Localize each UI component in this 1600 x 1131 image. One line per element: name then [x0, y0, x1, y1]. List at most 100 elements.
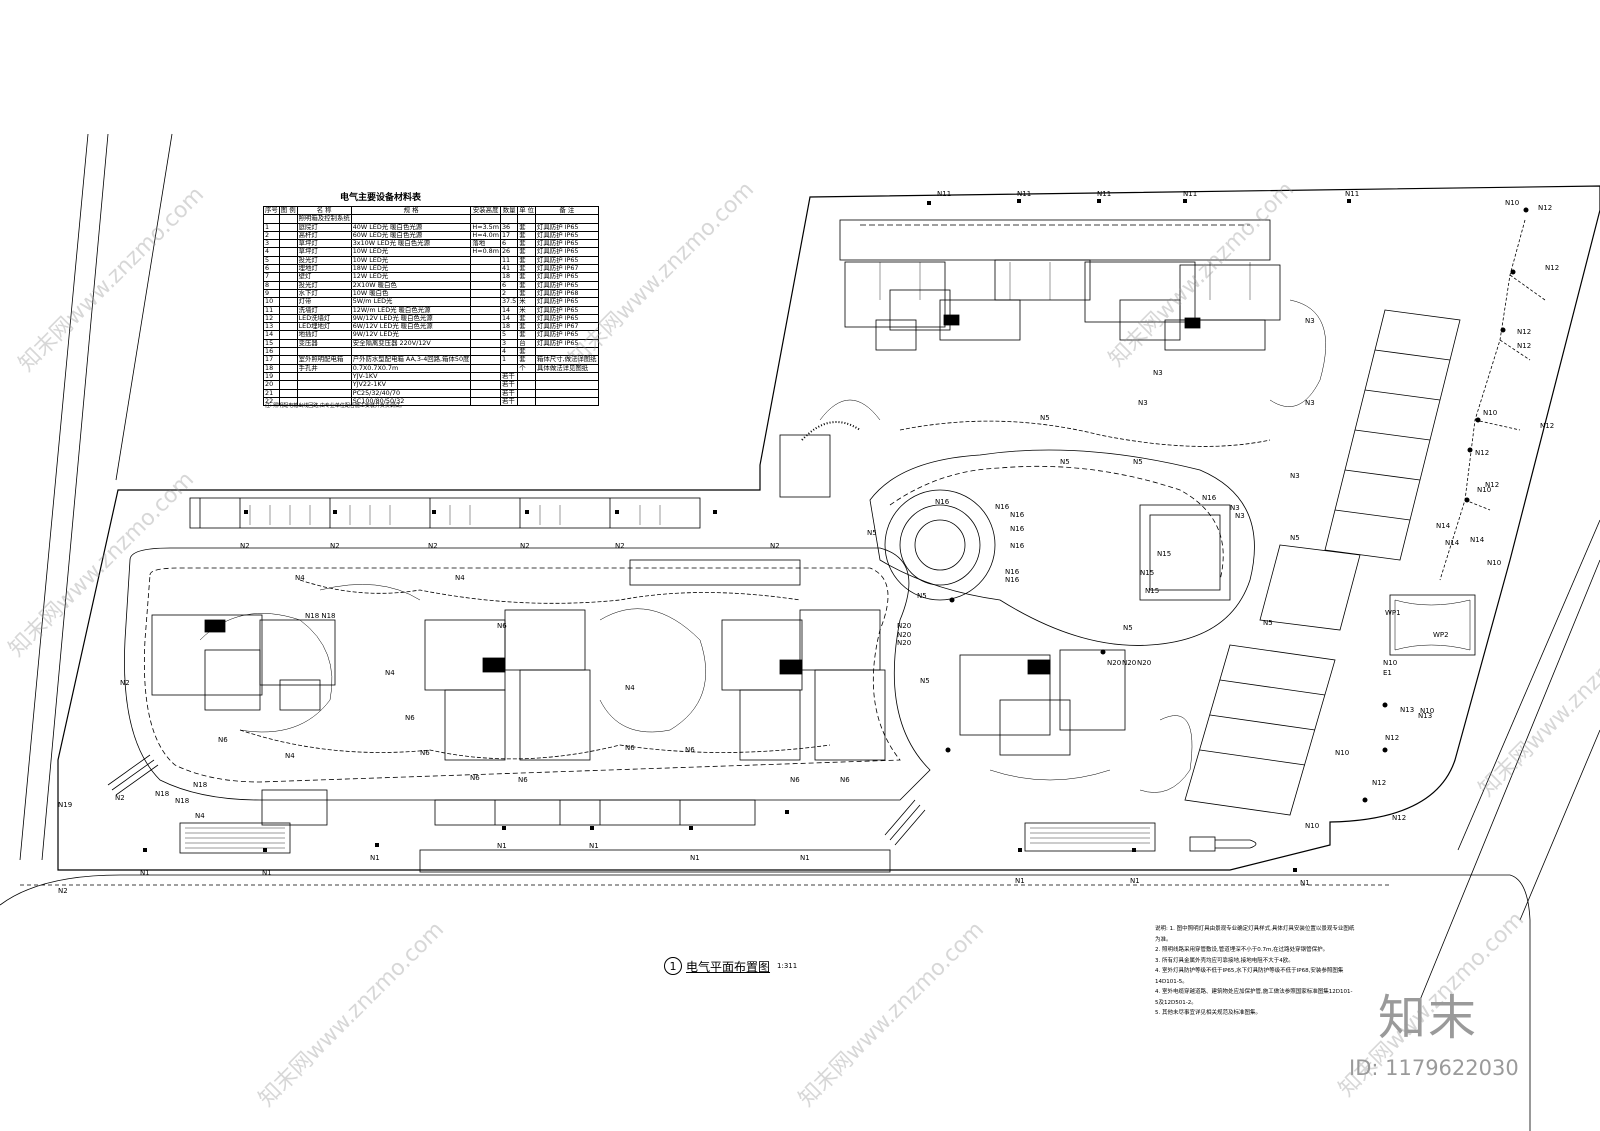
svg-text:N4: N4 — [285, 752, 295, 760]
svg-text:N19: N19 — [58, 801, 72, 809]
svg-text:N12: N12 — [1485, 481, 1499, 489]
table-cell: 套 — [517, 355, 537, 365]
table-cell: 套 — [517, 239, 537, 249]
caption-title: 电气平面布置图 — [686, 959, 771, 974]
table-cell: LED埋地灯 — [296, 322, 352, 332]
svg-text:N4: N4 — [385, 669, 395, 677]
table-cell: 灯具防护 IP65 — [535, 255, 599, 266]
road-edge-left-inner — [41, 133, 109, 861]
table-cell: 投光灯 — [296, 280, 352, 290]
table-cell — [470, 255, 501, 266]
table-cell: 若干 — [499, 396, 519, 407]
svg-text:N5: N5 — [1133, 458, 1143, 466]
note-line: 5. 其他未尽事宜详见相关规范及标准图集。 — [1155, 1010, 1261, 1016]
table-cell: SC100/80/50/32 — [350, 396, 472, 407]
building-north-west — [844, 259, 1091, 351]
table-cell: 21 — [263, 388, 280, 398]
table-cell: H=3.5m — [470, 222, 501, 232]
svg-text:N6: N6 — [625, 744, 635, 752]
table-cell: 10W 暖白色 — [350, 288, 472, 299]
svg-text:N3: N3 — [1305, 317, 1315, 325]
road-edge-left — [19, 133, 89, 861]
table-cell — [296, 396, 352, 407]
svg-text:N12: N12 — [1372, 779, 1386, 787]
table-cell: 15 — [263, 338, 280, 349]
table-cell: 10W LED光 — [350, 247, 472, 257]
svg-text:N1: N1 — [262, 869, 272, 877]
table-cell: 18W LED光 — [350, 264, 472, 274]
table-cell: YJV22-1KV — [350, 380, 472, 390]
col-qty: 数量 — [499, 205, 519, 216]
table-cell: 套 — [517, 313, 537, 324]
note-line: 4. 室外电缆穿越道路、建筑物处应加保护管,施工做法参照国家标准图集12D101… — [1155, 989, 1353, 1006]
table-cell: 4 — [499, 347, 519, 357]
table-cell: 地插灯 — [296, 330, 352, 340]
table-cell: H=0.8m — [470, 247, 501, 257]
svg-text:N12: N12 — [1475, 449, 1489, 457]
table-cell: 12 — [263, 313, 280, 324]
circuit-n5 — [899, 420, 1271, 447]
table-cell — [278, 313, 298, 324]
table-cell — [470, 288, 501, 299]
table-cell: 4 — [263, 247, 280, 257]
svg-text:WP2: WP2 — [1433, 631, 1449, 639]
svg-text:N2: N2 — [330, 542, 340, 550]
circuit-n4 — [299, 579, 801, 604]
table-cell: 10W LED光 — [350, 255, 472, 266]
note-line: 说明: 1. 图中照明灯具由景观专业确定灯具样式,具体灯具安装位置以景观专业图纸… — [1155, 926, 1355, 943]
svg-text:N2: N2 — [520, 542, 530, 550]
table-cell — [499, 214, 519, 224]
table-cell: 套 — [517, 222, 537, 232]
table-cell — [278, 388, 298, 398]
table-cell — [278, 247, 298, 257]
table-cell — [278, 371, 298, 382]
table-cell — [278, 288, 298, 299]
table-cell — [470, 371, 501, 382]
building-west-3 — [721, 609, 886, 761]
table-cell — [296, 388, 352, 398]
table-cell: 若干 — [499, 380, 519, 390]
table-cell — [263, 214, 280, 224]
table-cell — [470, 322, 501, 332]
svg-text:N10: N10 — [1335, 749, 1349, 757]
table-cell: 12W LED光 — [350, 272, 472, 282]
table-cell: 套 — [517, 230, 537, 241]
table-cell: 7 — [263, 272, 280, 282]
table-cell: 19 — [263, 371, 280, 382]
table-cell: H=4.0m — [470, 230, 501, 241]
road-edge-right-3 — [1457, 519, 1600, 851]
svg-text:N11: N11 — [1183, 190, 1197, 198]
table-cell — [278, 272, 298, 282]
svg-text:N3: N3 — [1290, 472, 1300, 480]
table-cell: 米 — [517, 297, 537, 307]
table-cell: 2X10W 暖白色 — [350, 280, 472, 290]
svg-text:N1: N1 — [1015, 877, 1025, 885]
table-cell: 8 — [263, 280, 280, 290]
building-west-2 — [424, 609, 591, 761]
table-cell — [470, 297, 501, 307]
table-cell: 庭院灯 — [296, 222, 352, 232]
table-cell — [278, 214, 298, 224]
building-west-1 — [151, 614, 336, 711]
svg-text:N14: N14 — [1445, 539, 1460, 547]
building-north-east — [1084, 261, 1281, 351]
svg-text:N20: N20 — [897, 631, 911, 639]
svg-text:N1: N1 — [497, 842, 507, 850]
svg-text:N16: N16 — [1010, 542, 1025, 550]
table-cell: 灯具防护 IP65 — [535, 272, 599, 282]
svg-text:N10: N10 — [1477, 486, 1491, 494]
table-cell: 灯具防护 IP67 — [535, 322, 599, 332]
svg-text:N5: N5 — [1263, 619, 1273, 627]
table-cell: 1 — [263, 222, 280, 232]
table-cell: 灯具防护 IP65 — [535, 330, 599, 340]
